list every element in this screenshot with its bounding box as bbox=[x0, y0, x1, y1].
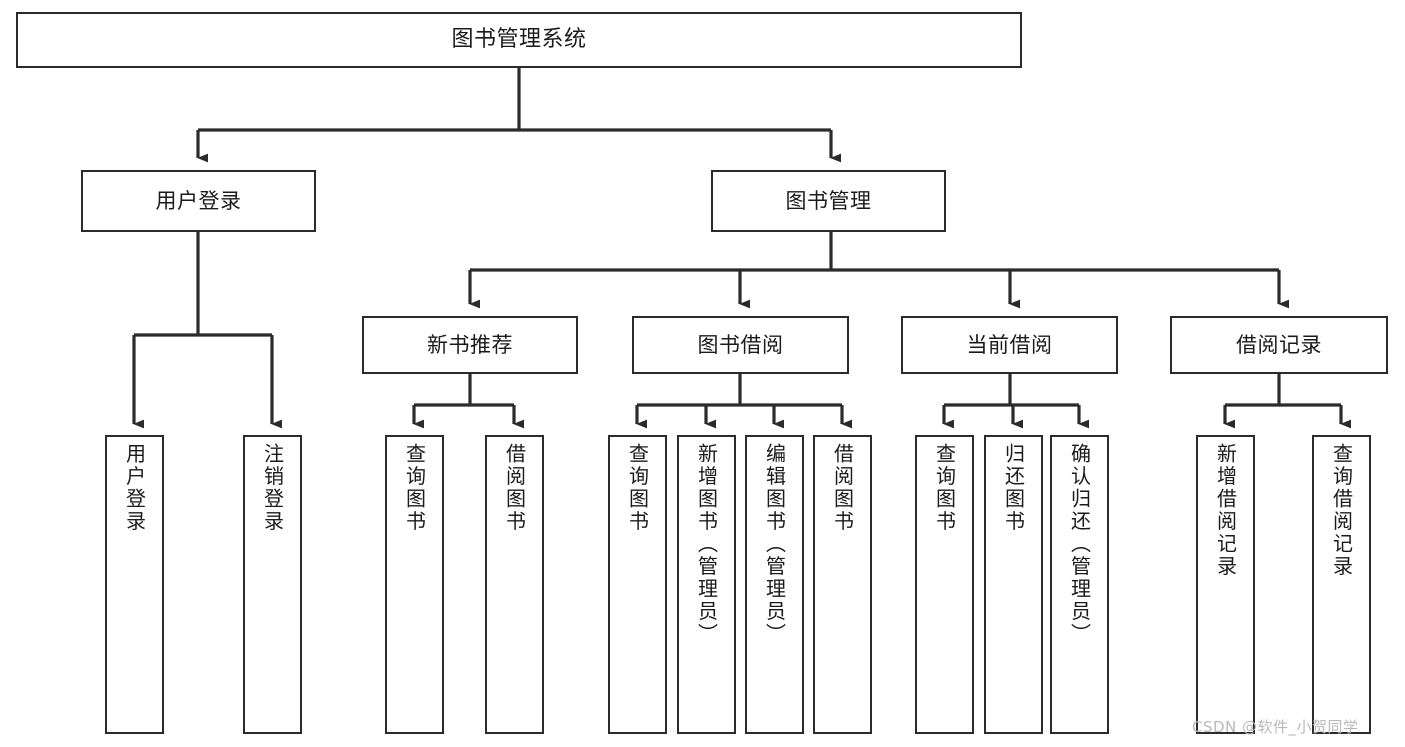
node-label: 用户登录 bbox=[155, 188, 242, 213]
leaf-book-borrow-add-book[interactable]: 新增图书（管理员） bbox=[677, 435, 736, 734]
leaf-current-borrow-confirm-return[interactable]: 确认归还（管理员） bbox=[1050, 435, 1109, 734]
leaf-user-login-logout[interactable]: 注销登录 bbox=[243, 435, 302, 734]
node-current-borrow[interactable]: 当前借阅 bbox=[901, 316, 1118, 374]
node-label: 新增图书（管理员） bbox=[694, 443, 719, 646]
node-new-book-recommend[interactable]: 新书推荐 bbox=[362, 316, 578, 374]
node-label: 图书借阅 bbox=[697, 332, 784, 357]
node-label: 借阅图书 bbox=[830, 443, 855, 533]
leaf-borrow-record-query-record[interactable]: 查询借阅记录 bbox=[1312, 435, 1371, 734]
leaf-user-login-login[interactable]: 用户登录 bbox=[105, 435, 164, 734]
node-label: 查询图书 bbox=[932, 443, 957, 533]
node-book-management[interactable]: 图书管理 bbox=[711, 170, 946, 232]
node-user-login[interactable]: 用户登录 bbox=[81, 170, 316, 232]
node-label: 注销登录 bbox=[260, 443, 285, 533]
node-label: 查询图书 bbox=[402, 443, 427, 533]
node-label: 归还图书 bbox=[1001, 443, 1026, 533]
node-label: 新书推荐 bbox=[427, 332, 513, 357]
node-label: 当前借阅 bbox=[966, 332, 1053, 357]
node-label: 编辑图书（管理员） bbox=[762, 443, 787, 646]
leaf-current-borrow-return-book[interactable]: 归还图书 bbox=[984, 435, 1043, 734]
node-book-borrow[interactable]: 图书借阅 bbox=[632, 316, 849, 374]
leaf-book-borrow-edit-book[interactable]: 编辑图书（管理员） bbox=[745, 435, 804, 734]
node-root-system[interactable]: 图书管理系统 bbox=[16, 12, 1022, 68]
leaf-current-borrow-query-book[interactable]: 查询图书 bbox=[915, 435, 974, 734]
node-label: 查询借阅记录 bbox=[1329, 443, 1354, 578]
node-label: 新增借阅记录 bbox=[1213, 443, 1238, 578]
node-label: 图书管理系统 bbox=[451, 27, 587, 53]
node-label: 确认归还（管理员） bbox=[1067, 443, 1092, 646]
leaf-book-borrow-query-book[interactable]: 查询图书 bbox=[608, 435, 667, 734]
leaf-new-book-query-book[interactable]: 查询图书 bbox=[385, 435, 444, 734]
node-label: 借阅记录 bbox=[1236, 332, 1322, 357]
node-label: 用户登录 bbox=[122, 443, 147, 533]
leaf-new-book-borrow-book[interactable]: 借阅图书 bbox=[485, 435, 544, 734]
node-borrow-record[interactable]: 借阅记录 bbox=[1170, 316, 1388, 374]
node-label: 图书管理 bbox=[785, 188, 872, 213]
csdn-watermark: CSDN @软件_小贺同学 bbox=[1192, 718, 1359, 736]
node-label: 借阅图书 bbox=[502, 443, 527, 533]
leaf-borrow-record-add-record[interactable]: 新增借阅记录 bbox=[1196, 435, 1255, 734]
node-label: 查询图书 bbox=[625, 443, 650, 533]
leaf-book-borrow-borrow-book[interactable]: 借阅图书 bbox=[813, 435, 872, 734]
